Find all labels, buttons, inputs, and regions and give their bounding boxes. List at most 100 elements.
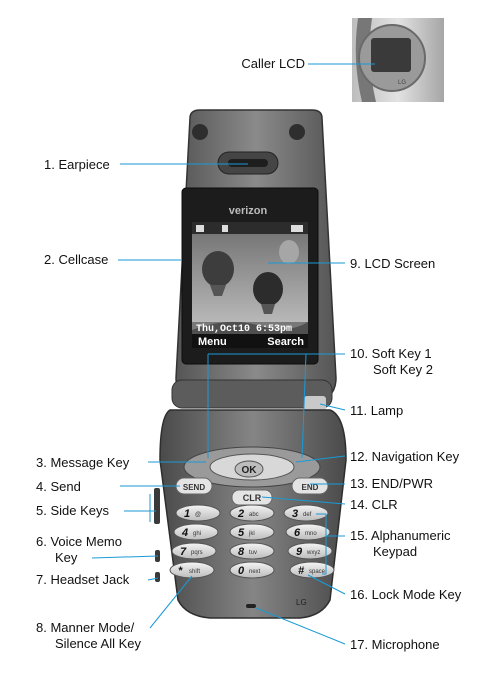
side-keys[interactable] [154, 488, 160, 524]
key-letters: tuv [249, 550, 257, 556]
label-lcd-screen: 9. LCD Screen [350, 256, 436, 271]
lock-mode-leader [307, 574, 346, 595]
key-letters: def [303, 512, 312, 518]
caller-lcd-display [371, 38, 411, 72]
lamp-leader [319, 403, 346, 411]
label-earpiece: 1. Earpiece [44, 157, 110, 172]
inset-lg-logo: LG [398, 80, 406, 86]
key-letters: wxyz [306, 550, 320, 556]
softkey-right-label: Search [267, 336, 304, 348]
label-message-key: 3. Message Key [36, 455, 130, 470]
key-digit: 9 [296, 546, 303, 558]
label-lamp: 11. Lamp [350, 403, 404, 418]
label-voice-memo-line2: Key [55, 550, 78, 565]
label-lock-mode-key: 16. Lock Mode Key [350, 587, 462, 602]
key-letters: ghi [193, 531, 201, 537]
key-digit: 8 [238, 546, 245, 558]
label-headset-jack: 7. Headset Jack [36, 572, 130, 587]
lg-logo: LG [296, 598, 307, 607]
end-pwr-button[interactable] [291, 477, 329, 495]
label-manner-mode-line1: 8. Manner Mode/ [36, 620, 135, 635]
key-1[interactable]: 1@ [175, 504, 221, 522]
headset-jack [155, 572, 160, 582]
key-3[interactable]: 3 def [283, 504, 329, 522]
leader-lines [91, 63, 375, 645]
key-digit: 0 [238, 565, 245, 577]
status-bar [192, 222, 308, 234]
balloon-3 [279, 240, 299, 264]
ok-label: OK [242, 465, 258, 476]
key-digit: 1 [184, 508, 190, 520]
key-pound[interactable]: # space [289, 561, 335, 579]
key-letters: mno [305, 531, 317, 537]
lcd-screen: Thu,Oct10 6:53pm Menu Search [192, 222, 308, 348]
label-manner-mode-line2: Silence All Key [55, 636, 141, 651]
microphone [246, 604, 256, 608]
soft-key-leader [207, 353, 345, 459]
balloon-2 [253, 272, 283, 306]
key-digit: * [178, 565, 183, 577]
key-digit: 3 [292, 508, 298, 520]
key-7[interactable]: 7 pqrs [171, 542, 217, 560]
phone-top-flip: verizon Thu,Oct10 6:53pm Menu Search [175, 109, 337, 403]
key-4[interactable]: 4 ghi [173, 523, 219, 541]
microphone-leader [255, 607, 346, 645]
label-alphanumeric-line1: 15. Alphanumeric [350, 528, 451, 543]
label-microphone: 17. Microphone [350, 637, 440, 652]
hinge [171, 379, 333, 412]
key-letters: shift [189, 569, 200, 575]
label-voice-memo-line1: 6. Voice Memo [36, 534, 122, 549]
caller-lcd-inset: LG [352, 18, 444, 102]
key-2[interactable]: 2 abc [229, 504, 275, 522]
label-soft-key-2: Soft Key 2 [373, 362, 433, 377]
clr-leader [261, 496, 346, 505]
key-letters: jkl [248, 531, 255, 537]
key-letters: @ [195, 512, 201, 518]
key-letters: space [309, 569, 326, 575]
softkey-bar [192, 334, 308, 348]
balloon-1 [202, 251, 234, 287]
key-0[interactable]: 0 next [229, 561, 275, 579]
end-label: END [302, 483, 319, 492]
key-digit: 5 [238, 527, 245, 539]
label-caller-lcd: Caller LCD [241, 56, 305, 71]
label-clr: 14. CLR [350, 497, 398, 512]
softkey-left-label: Menu [198, 336, 227, 348]
hinge-screw-left [192, 124, 208, 140]
manner-mode-leader [149, 575, 193, 629]
key-digit: 6 [294, 527, 301, 539]
label-end-pwr: 13. END/PWR [350, 476, 434, 491]
voice-memo-leader [91, 555, 159, 559]
key-8[interactable]: 8 tuv [229, 542, 275, 560]
key-6[interactable]: 6 mno [285, 523, 331, 541]
key-star[interactable]: * shift [169, 561, 215, 579]
navigation-key-leader [295, 455, 346, 463]
label-send: 4. Send [36, 479, 81, 494]
key-digit: 7 [180, 546, 187, 558]
headset-jack-leader [147, 577, 159, 581]
label-soft-key-1: 10. Soft Key 1 [350, 346, 432, 361]
message-icon [222, 225, 228, 232]
side-keys-leader [124, 494, 156, 522]
lamp [304, 396, 326, 412]
battery-icon [291, 225, 303, 232]
signal-icon [196, 225, 204, 232]
alphanumeric-leader [316, 513, 345, 575]
key-digit: # [298, 565, 305, 577]
label-navigation-key: 12. Navigation Key [350, 449, 460, 464]
ok-button[interactable] [234, 460, 264, 478]
key-letters: pqrs [191, 550, 203, 556]
clr-label: CLR [243, 493, 262, 503]
key-digit: 2 [237, 508, 244, 520]
brand-logo: verizon [229, 205, 268, 217]
hinge-screw-right [289, 124, 305, 140]
screen-datetime: Thu,Oct10 6:53pm [196, 323, 292, 335]
key-letters: abc [249, 512, 259, 518]
label-side-keys: 5. Side Keys [36, 503, 109, 518]
key-letters: next [249, 569, 261, 575]
key-digit: 4 [181, 527, 188, 539]
